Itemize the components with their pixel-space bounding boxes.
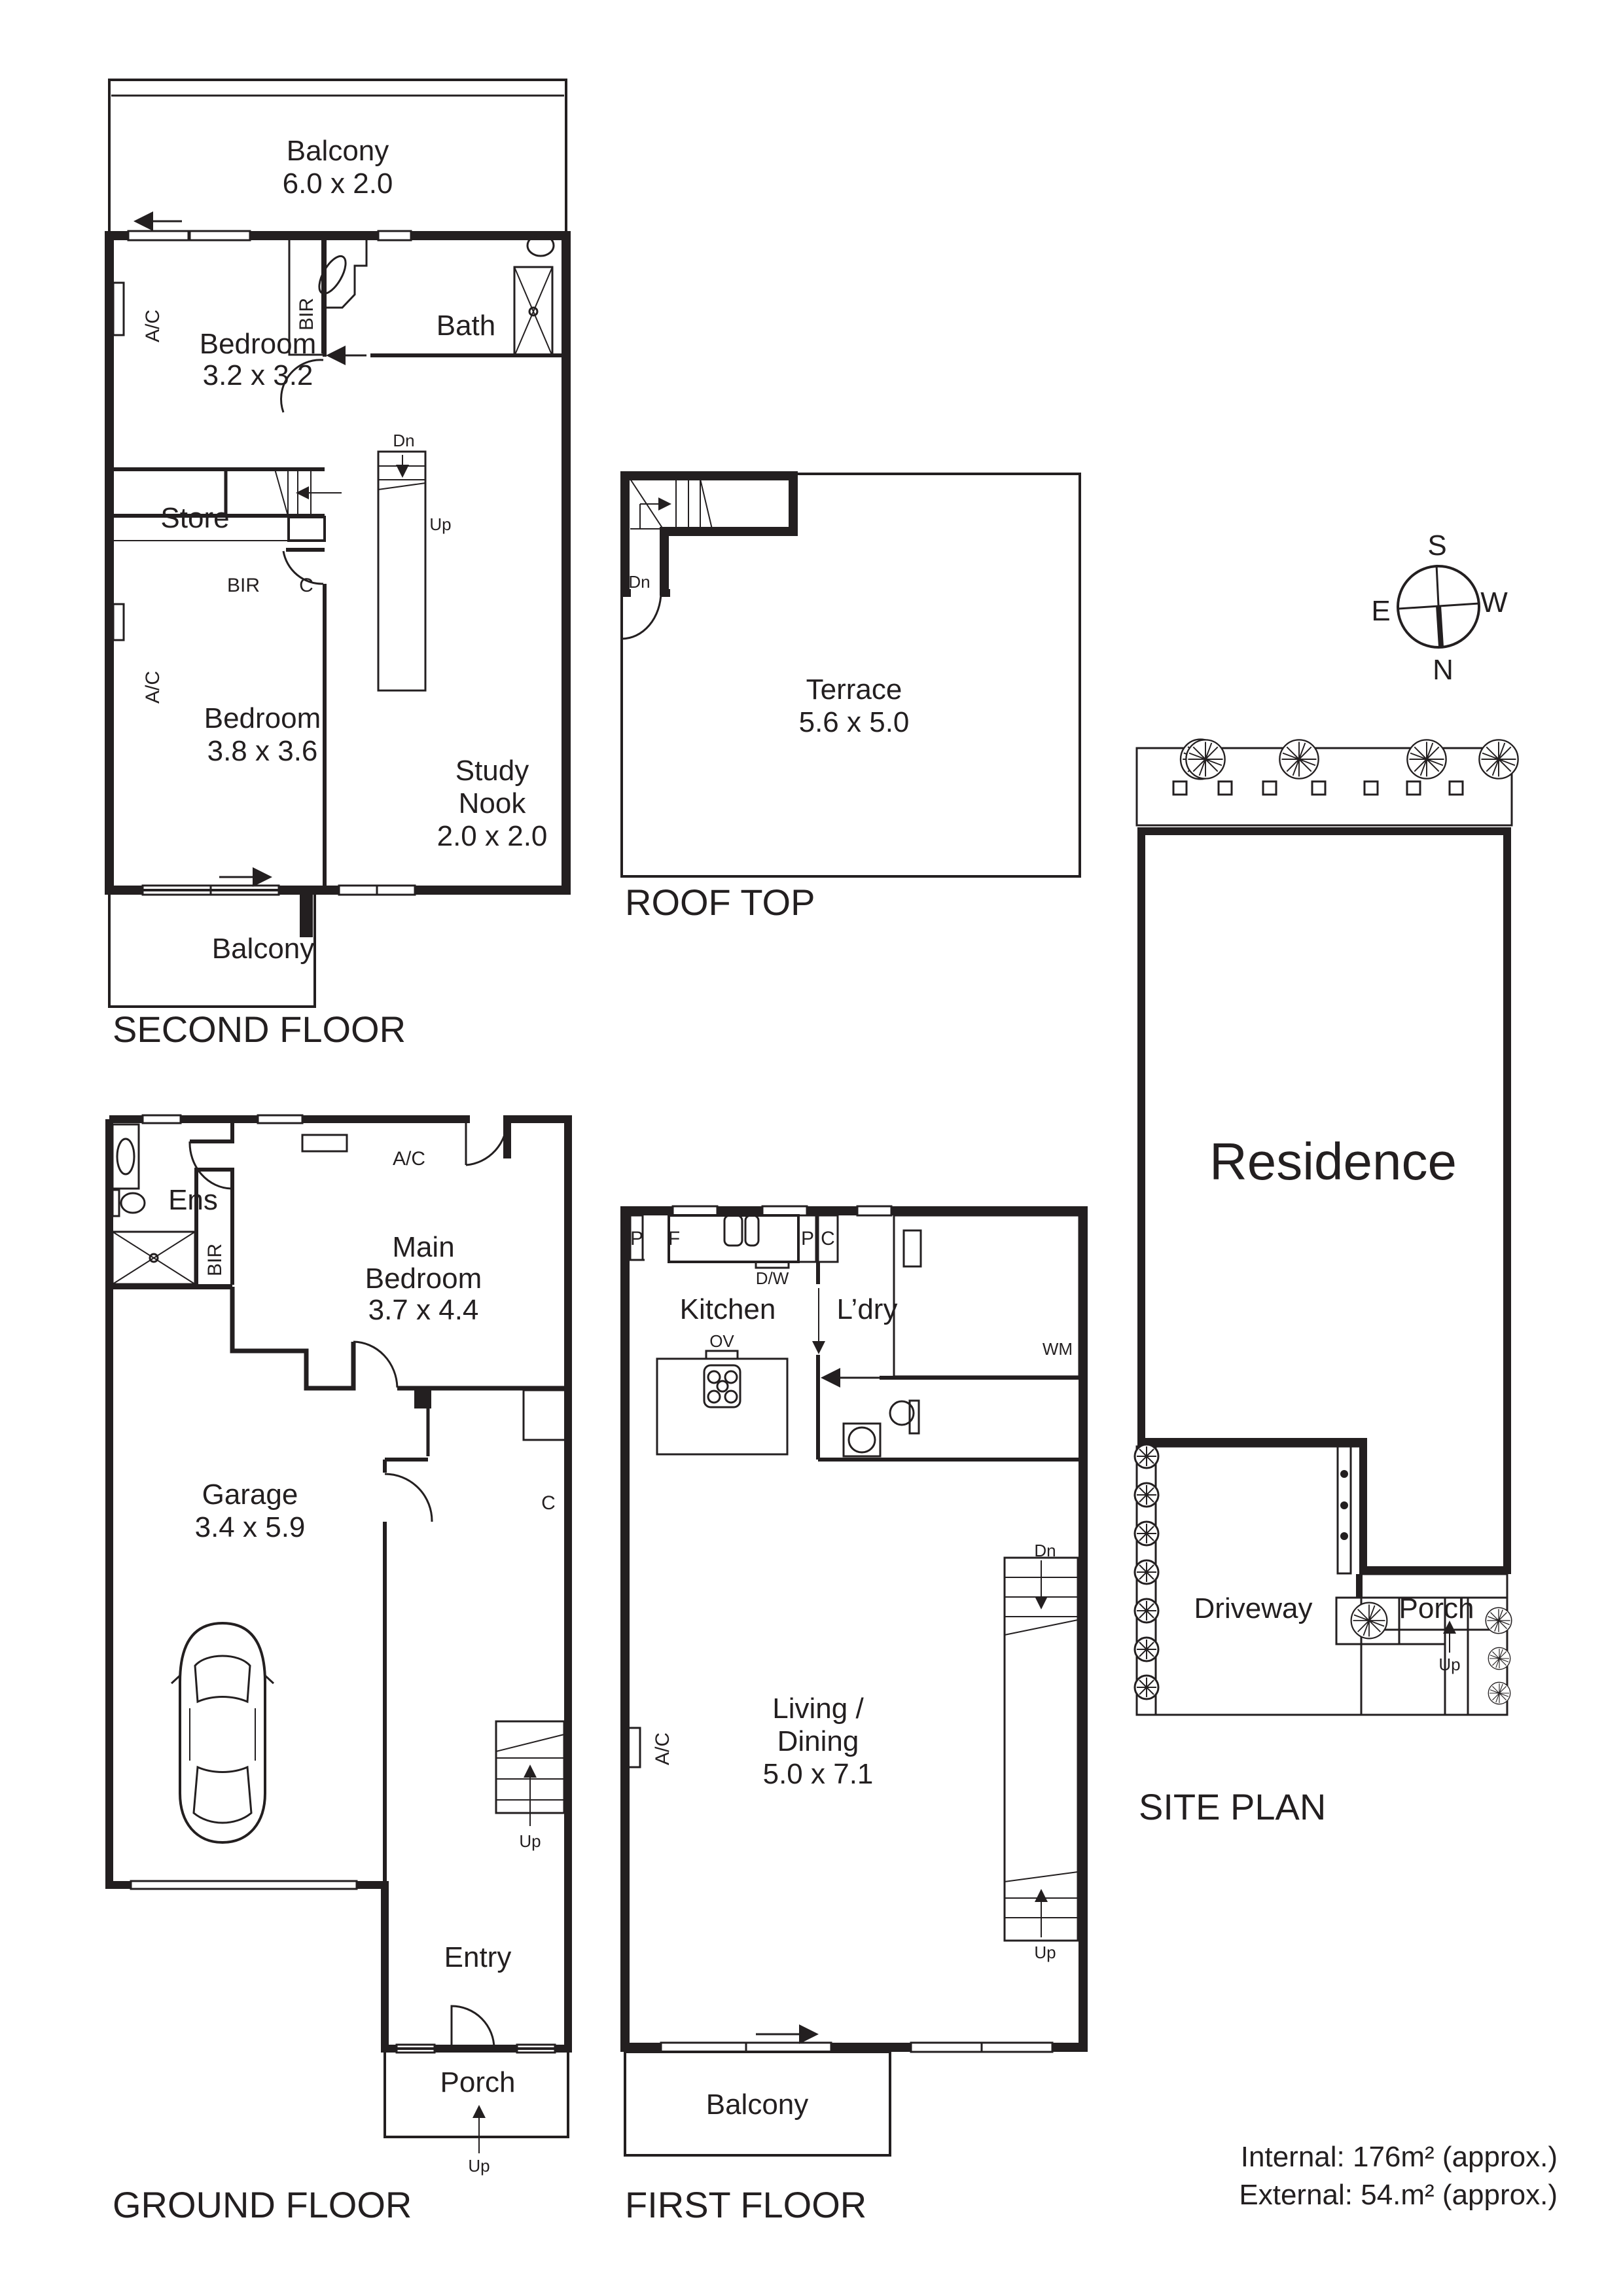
compass-west: W bbox=[1480, 586, 1508, 619]
compass-icon bbox=[1397, 564, 1480, 649]
pantry-right-label: P bbox=[801, 1228, 814, 1249]
staircase-down bbox=[377, 450, 427, 692]
kitchen-label: Kitchen bbox=[680, 1293, 776, 1325]
car-icon bbox=[170, 1621, 275, 1844]
washing-machine-label: WM bbox=[1043, 1339, 1073, 1359]
first-floor-plan bbox=[620, 1205, 1088, 2157]
garage-dims: 3.4 x 5.9 bbox=[195, 1511, 306, 1543]
second-floor-plan bbox=[105, 79, 571, 1008]
living-label-2: Dining bbox=[777, 1725, 859, 1757]
driveway-label: Driveway bbox=[1194, 1592, 1313, 1624]
dishwasher-label: D/W bbox=[756, 1268, 789, 1288]
study-label-2: Nook bbox=[459, 787, 527, 819]
first-balcony-label: Balcony bbox=[706, 2089, 809, 2121]
first-stairs-up-label: Up bbox=[1034, 1943, 1056, 1962]
cupboard-label: C bbox=[299, 575, 313, 596]
compass-south: S bbox=[1427, 529, 1446, 562]
living-dims: 5.0 x 7.1 bbox=[763, 1758, 874, 1790]
laundry-cupboard-label: C bbox=[821, 1228, 835, 1249]
ground-porch-up-label: Up bbox=[468, 2156, 490, 2176]
second-floor-walls bbox=[105, 231, 571, 895]
first-floor-title: FIRST FLOOR bbox=[625, 2184, 866, 2225]
ens-label: Ens bbox=[168, 1184, 218, 1216]
external-area: External: 54.m² (approx.) bbox=[1239, 2179, 1558, 2211]
first-ac-label: A/C bbox=[652, 1732, 673, 1765]
second-floor-title: SECOND FLOOR bbox=[113, 1009, 406, 1050]
ground-floor-title: GROUND FLOOR bbox=[113, 2184, 412, 2225]
bedroom-bottom-dims: 3.8 x 3.6 bbox=[207, 735, 318, 767]
site-up-label: Up bbox=[1438, 1655, 1460, 1674]
ac-bottom-label: A/C bbox=[142, 671, 164, 704]
ground-bir-label: BIR bbox=[204, 1244, 226, 1276]
bir-vertical-label: BIR bbox=[296, 298, 317, 331]
bedroom-top-label: Bedroom bbox=[200, 328, 317, 360]
compass-east: E bbox=[1371, 595, 1390, 627]
internal-area: Internal: 176m² (approx.) bbox=[1241, 2141, 1558, 2173]
ac-top-label: A/C bbox=[142, 310, 164, 342]
site-plan bbox=[1133, 738, 1519, 1716]
bir-horizontal-label: BIR bbox=[227, 575, 260, 596]
main-bedroom-label-2: Bedroom bbox=[365, 1263, 482, 1295]
site-plan-title: SITE PLAN bbox=[1139, 1786, 1326, 1827]
main-bedroom-dims: 3.7 x 4.4 bbox=[368, 1294, 479, 1326]
first-stairs-dn-label: Dn bbox=[1034, 1541, 1056, 1560]
ground-porch-label: Porch bbox=[440, 2066, 516, 2098]
terrace-outline bbox=[620, 473, 1081, 878]
entry-label: Entry bbox=[444, 1941, 512, 1973]
ground-ac-label: A/C bbox=[393, 1148, 425, 1170]
roof-top-title: ROOF TOP bbox=[625, 882, 815, 923]
oven-label: OV bbox=[709, 1331, 734, 1351]
stairs-dn-label: Dn bbox=[393, 431, 414, 450]
garage-label: Garage bbox=[202, 1479, 298, 1511]
balcony-top-dims: 6.0 x 2.0 bbox=[283, 168, 393, 200]
compass-north: N bbox=[1433, 654, 1454, 686]
window bbox=[377, 230, 412, 242]
ground-stairs-up-label: Up bbox=[519, 1831, 541, 1851]
balcony-bottom-label: Balcony bbox=[212, 933, 315, 965]
ac-unit bbox=[112, 281, 125, 336]
stairs-up-label: Up bbox=[429, 514, 451, 534]
bedroom-bottom-label: Bedroom bbox=[204, 702, 321, 734]
residence-label: Residence bbox=[1209, 1132, 1457, 1191]
window bbox=[127, 230, 190, 242]
main-bedroom-label-1: Main bbox=[392, 1231, 454, 1263]
balcony-top-label: Balcony bbox=[287, 135, 389, 167]
roof-top-plan bbox=[620, 471, 1081, 878]
study-dims: 2.0 x 2.0 bbox=[437, 820, 548, 852]
terrace-dims: 5.6 x 5.0 bbox=[799, 706, 910, 738]
ground-floor-plan bbox=[105, 1114, 572, 2153]
living-label-1: Living / bbox=[772, 1693, 864, 1725]
site-porch-label: Porch bbox=[1399, 1592, 1474, 1624]
ground-floor-walls bbox=[105, 1115, 572, 2053]
study-label-1: Study bbox=[455, 755, 529, 787]
first-floor-staircase bbox=[1003, 1556, 1079, 1942]
fridge-label: F bbox=[668, 1228, 680, 1249]
bath-label: Bath bbox=[437, 310, 496, 342]
window bbox=[188, 230, 251, 242]
terrace-label: Terrace bbox=[806, 673, 902, 706]
residence-outline bbox=[1137, 827, 1511, 1574]
first-floor-walls bbox=[620, 1206, 1088, 2052]
laundry-label: L’dry bbox=[837, 1293, 898, 1325]
roof-stairs-dn-label: Dn bbox=[628, 572, 650, 592]
ground-cupboard-label: C bbox=[541, 1492, 556, 1514]
store-label: Store bbox=[160, 502, 229, 534]
pantry-left-label: P bbox=[630, 1228, 643, 1249]
bedroom-top-dims: 3.2 x 3.2 bbox=[203, 359, 313, 391]
